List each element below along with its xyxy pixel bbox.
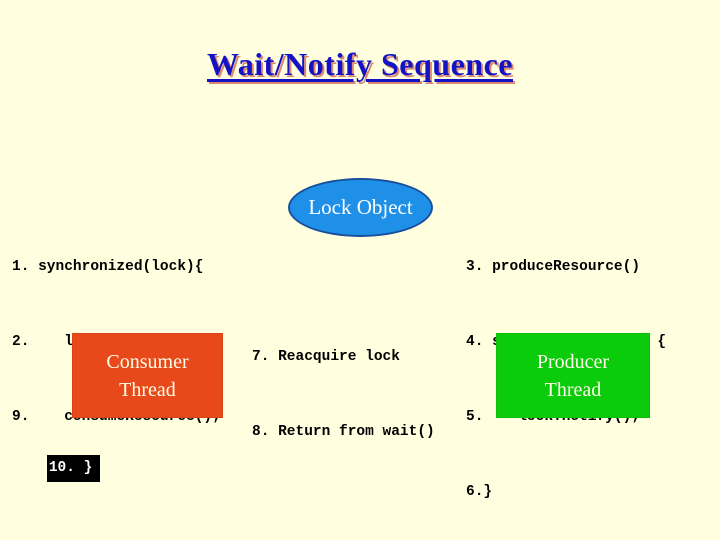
- consumer-thread-label-line2: Thread: [119, 378, 176, 401]
- code-line-highlighted: 10. }: [46, 455, 101, 482]
- code-line: 7. Reacquire lock: [252, 349, 400, 365]
- lock-object-label: Lock Object: [308, 195, 413, 219]
- producer-thread-label-line2: Thread: [544, 378, 602, 401]
- page-title: Wait/Notify Sequence: [207, 46, 513, 82]
- producer-thread-box: Producer Thread: [496, 333, 650, 418]
- consumer-thread-label-line1: Consumer: [106, 350, 189, 373]
- reacquire-steps-block: 7. Reacquire lock 8. Return from wait(): [252, 295, 552, 495]
- code-line: 1. synchronized(lock){: [12, 259, 204, 275]
- producer-thread-label-line1: Producer: [536, 350, 610, 373]
- code-line: 6.}: [466, 484, 493, 500]
- consumer-thread-box: Consumer Thread: [72, 333, 223, 418]
- code-line: 8. Return from wait(): [252, 424, 435, 440]
- code-line: 3. produceResource(): [466, 259, 641, 275]
- lock-object-ellipse: [288, 178, 433, 237]
